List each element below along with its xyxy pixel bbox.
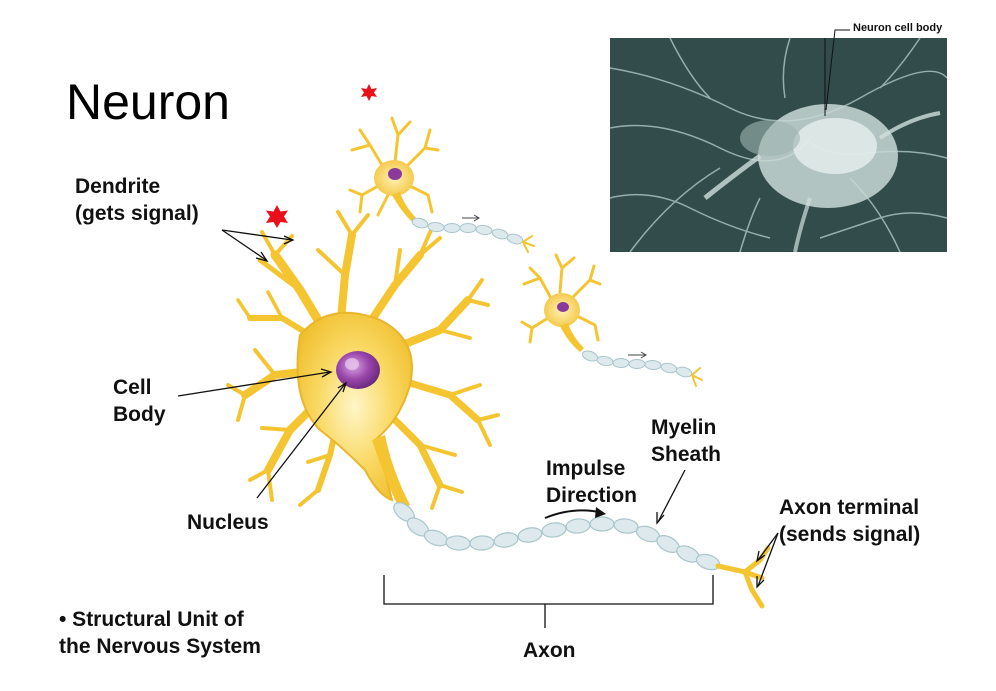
structural-unit-line1: • Structural Unit of bbox=[59, 608, 244, 631]
nucleus-shape bbox=[336, 351, 380, 389]
neuron-micrograph bbox=[610, 38, 947, 252]
photo-caption: Neuron cell body bbox=[853, 22, 943, 34]
small-neuron-lower bbox=[520, 253, 703, 387]
myelin-sheath bbox=[393, 502, 721, 571]
axon-terminal-label: Axon terminal (sends signal) bbox=[779, 494, 920, 548]
dendrite-label-line2: (gets signal) bbox=[75, 202, 199, 225]
axon-terminal-shape bbox=[715, 545, 771, 609]
axon-terminal-line2: (sends signal) bbox=[779, 523, 921, 546]
signal-star-dendrite bbox=[266, 205, 288, 228]
small-neuron-upper bbox=[348, 116, 535, 253]
nucleus-label: Nucleus bbox=[187, 511, 269, 534]
micrograph-image bbox=[610, 38, 947, 252]
signal-star-upper bbox=[361, 84, 377, 101]
dendrite-label-line1: Dendrite bbox=[75, 175, 161, 198]
myelin-sheath-label: Myelin Sheath bbox=[651, 414, 721, 468]
page-title: Neuron bbox=[66, 74, 230, 130]
cell-body-label: Cell Body bbox=[113, 374, 166, 428]
structural-unit-text: • Structural Unit of the Nervous System bbox=[59, 606, 261, 660]
impulse-direction-line2: Direction bbox=[546, 484, 638, 507]
dendrite-label: Dendrite (gets signal) bbox=[75, 173, 199, 227]
pointer-lines bbox=[177, 229, 779, 628]
impulse-direction-label: Impulse Direction bbox=[546, 455, 637, 509]
impulse-arrow bbox=[544, 509, 604, 519]
cell-body-label-line2: Body bbox=[113, 403, 166, 426]
axon-label: Axon bbox=[523, 639, 576, 662]
myelin-sheath-line1: Myelin bbox=[651, 416, 717, 439]
axon-terminal-line1: Axon terminal bbox=[779, 496, 920, 519]
main-neuron bbox=[226, 210, 771, 609]
dendrites bbox=[226, 210, 500, 510]
impulse-direction-line1: Impulse bbox=[546, 457, 626, 480]
cell-body-label-line1: Cell bbox=[113, 376, 152, 399]
myelin-sheath-line2: Sheath bbox=[651, 443, 722, 466]
structural-unit-line2: the Nervous System bbox=[59, 635, 261, 658]
